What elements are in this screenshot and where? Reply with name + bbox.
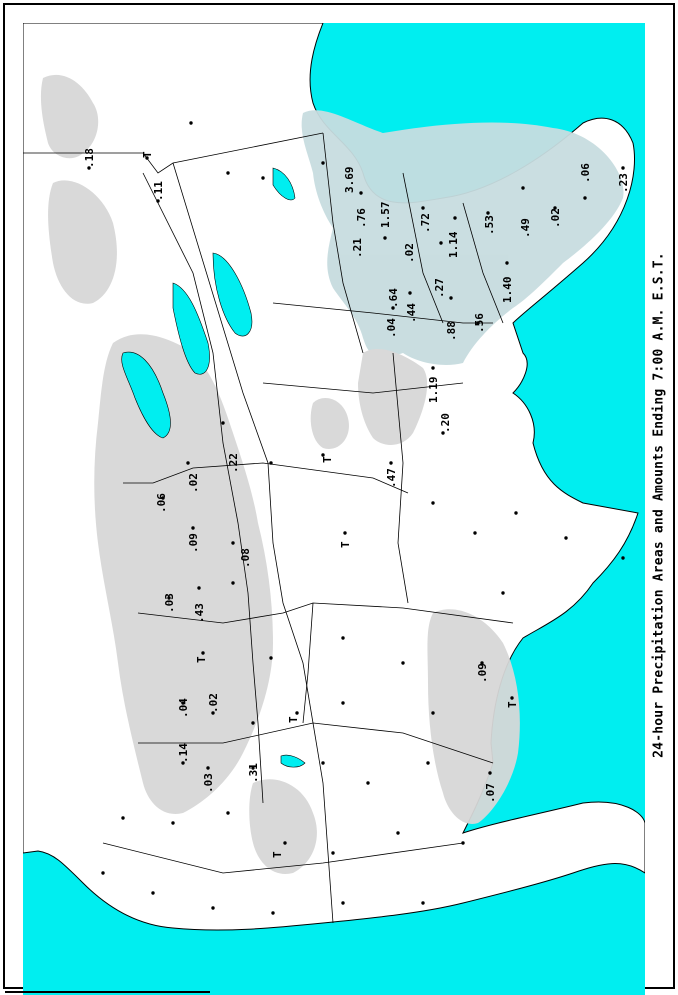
lake-michigan bbox=[172, 282, 210, 375]
lake-erie bbox=[272, 167, 296, 201]
lake-huron bbox=[212, 252, 253, 337]
amount-label: 1.57 bbox=[379, 202, 392, 229]
precip-area-north-border bbox=[48, 180, 117, 304]
amount-label: .03 bbox=[163, 593, 176, 613]
amount-label: .53 bbox=[483, 215, 496, 235]
amount-label: .21 bbox=[351, 238, 364, 258]
amount-label: .03 bbox=[202, 773, 215, 793]
amount-label: .08 bbox=[239, 548, 252, 568]
amount-label: .23 bbox=[617, 173, 630, 193]
amount-label: .72 bbox=[419, 213, 432, 233]
amount-label: T bbox=[339, 541, 352, 548]
amount-label: .07 bbox=[484, 783, 497, 803]
amount-label: .06 bbox=[579, 163, 592, 183]
amount-label: .11 bbox=[152, 181, 165, 201]
precip-area-central bbox=[310, 398, 349, 449]
great-salt-lake bbox=[280, 754, 306, 768]
station-dots bbox=[87, 121, 625, 915]
amount-label: .43 bbox=[193, 603, 206, 623]
precip-amounts: .18 T .11 3.69 .76 1.57 .21 .72 .02 1.14… bbox=[83, 148, 630, 858]
precip-area-northeast bbox=[301, 110, 624, 365]
amount-label: .06 bbox=[155, 493, 168, 513]
amount-label: .22 bbox=[227, 453, 240, 473]
amount-label: .27 bbox=[433, 278, 446, 298]
precip-area-ohio-valley bbox=[358, 348, 428, 445]
amount-label: .04 bbox=[177, 698, 190, 718]
amount-label: T bbox=[271, 851, 284, 858]
lake-superior bbox=[121, 351, 171, 439]
amount-label: .20 bbox=[439, 413, 452, 433]
state-borders bbox=[23, 132, 514, 924]
amount-label: .02 bbox=[187, 473, 200, 493]
amount-label: .14 bbox=[177, 743, 190, 763]
amount-label: 1.14 bbox=[447, 231, 460, 258]
amount-label: T bbox=[321, 456, 334, 463]
precip-areas bbox=[40, 74, 624, 874]
amount-label: 3.69 bbox=[343, 167, 356, 194]
amount-label: .56 bbox=[473, 313, 486, 333]
amount-label: T bbox=[141, 151, 154, 158]
amount-label: .02 bbox=[549, 208, 562, 228]
amount-label: .44 bbox=[405, 303, 418, 323]
precip-area-texas-gulf bbox=[427, 609, 520, 824]
map-caption: 24-hour Precipitation Areas and Amounts … bbox=[651, 252, 667, 758]
amount-label: T bbox=[195, 656, 208, 663]
amount-label: .47 bbox=[385, 468, 398, 488]
amount-label: T bbox=[506, 701, 519, 708]
amount-label: .02 bbox=[403, 243, 416, 263]
precip-area-northwest bbox=[40, 74, 99, 159]
amount-label: .49 bbox=[519, 218, 532, 238]
amount-label: .04 bbox=[385, 318, 398, 338]
weather-map: .18 T .11 3.69 .76 1.57 .21 .72 .02 1.14… bbox=[23, 23, 645, 995]
amount-label: 1.19 bbox=[427, 377, 440, 404]
precip-area-plains bbox=[94, 334, 273, 814]
map-frame: .18 T .11 3.69 .76 1.57 .21 .72 .02 1.14… bbox=[3, 3, 675, 995]
amount-label: .88 bbox=[445, 321, 458, 341]
amount-label: .09 bbox=[187, 533, 200, 553]
amount-label: .02 bbox=[207, 693, 220, 713]
amount-label: .31 bbox=[247, 763, 260, 783]
bottom-rule bbox=[5, 991, 210, 993]
amount-label: .18 bbox=[83, 148, 96, 168]
amount-label: .64 bbox=[387, 288, 400, 308]
amount-label: .09 bbox=[476, 663, 489, 683]
amount-label: T bbox=[287, 716, 300, 723]
amount-label: .76 bbox=[355, 208, 368, 228]
precip-area-southwest bbox=[249, 779, 317, 874]
amount-label: 1.40 bbox=[501, 277, 514, 304]
lakes bbox=[121, 167, 306, 768]
